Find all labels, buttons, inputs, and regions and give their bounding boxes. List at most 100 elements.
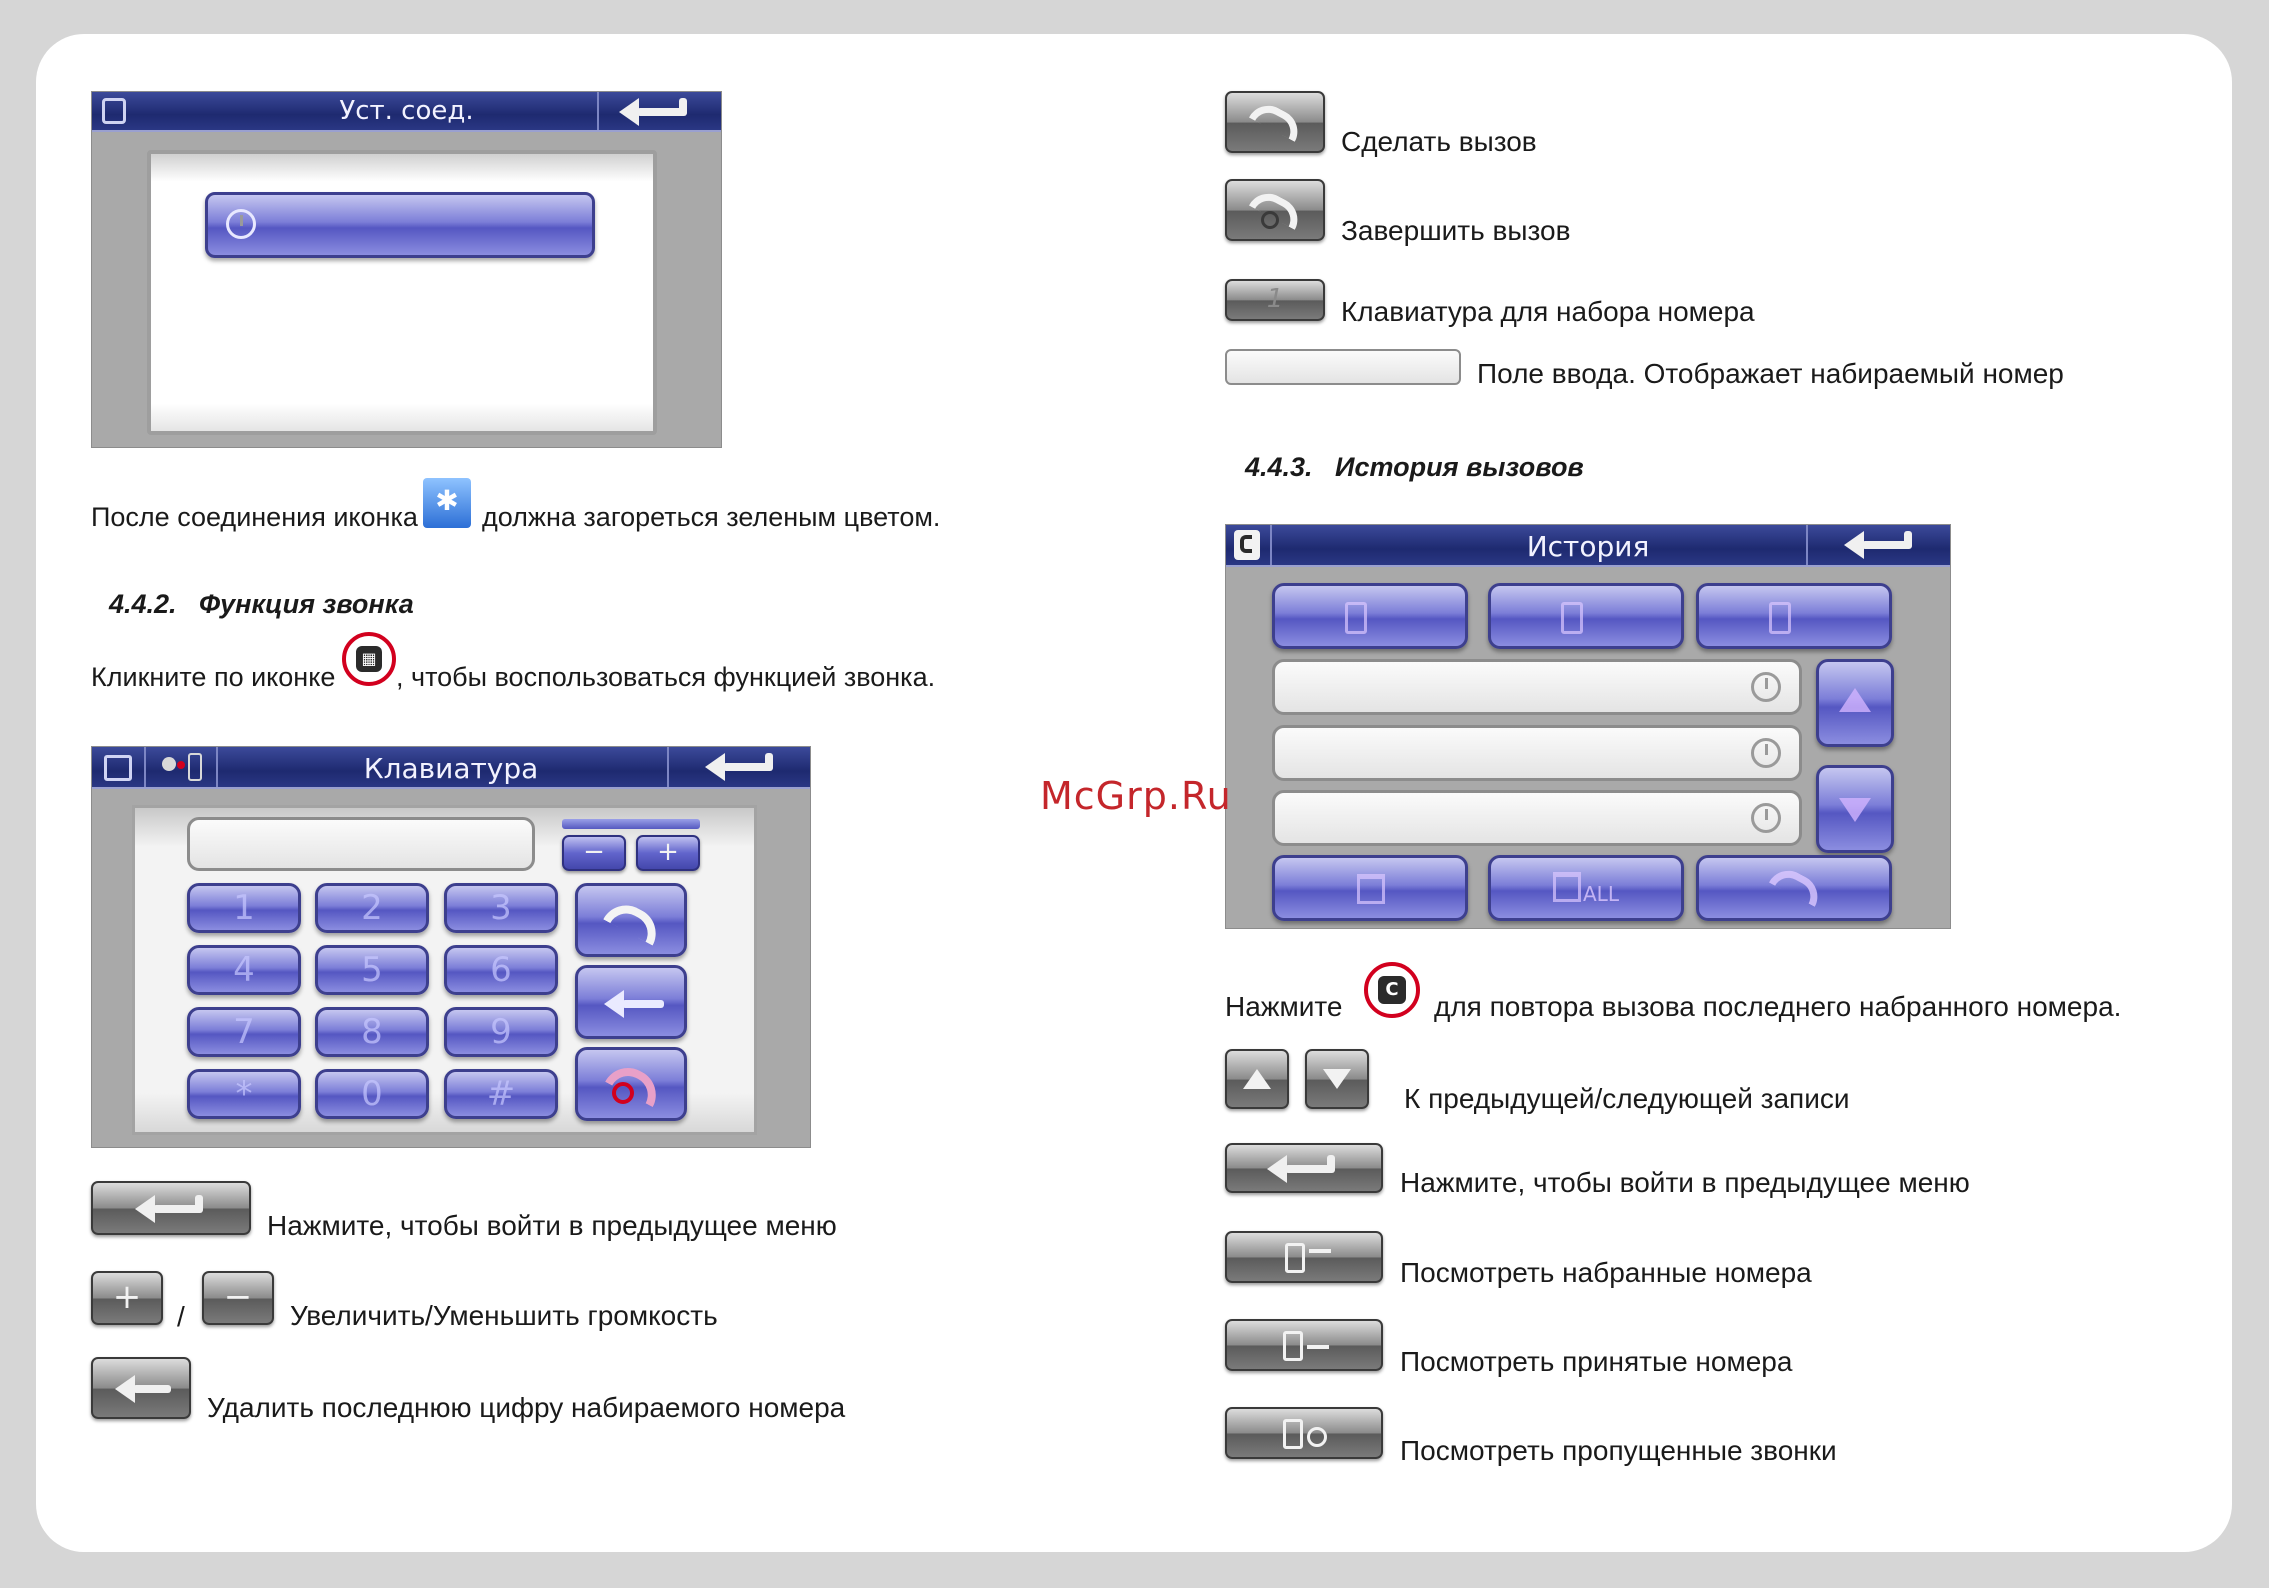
legend-missed-icon: [1225, 1407, 1383, 1459]
history-title: История: [1526, 530, 1650, 563]
watermark: McGrp.Ru: [1040, 774, 1232, 818]
keypad-back-button[interactable]: [667, 747, 810, 787]
phone-status-dot-icon: [177, 761, 185, 769]
left-arrow-icon: [604, 990, 664, 1018]
legend-up-icon: [1225, 1049, 1289, 1109]
legend-plus-icon: +: [91, 1271, 163, 1325]
connect-back-button[interactable]: [597, 92, 721, 130]
bluetooth-icon: ✱: [423, 478, 471, 528]
legend-input-field-icon: [1225, 349, 1461, 385]
after-connect-text-1: После соединения иконка: [91, 502, 418, 532]
legend-input-text: Поле ввода. Отображает набираемый номер: [1477, 358, 2064, 389]
key-1[interactable]: 1: [187, 883, 301, 933]
click-icon-text-2: , чтобы воспользоваться функцией звонка.: [396, 662, 936, 692]
redial-icon: C: [1364, 962, 1420, 1018]
dial-number-input[interactable]: [187, 817, 535, 871]
down-triangle-icon: [1839, 798, 1871, 822]
history-back-button[interactable]: [1806, 525, 1950, 565]
click-icon-text-1: Кликните по иконке: [91, 662, 336, 692]
back-arrow-icon: [1844, 531, 1924, 559]
keypad-delete-button[interactable]: [575, 965, 687, 1039]
legend-keypad-key-icon: 1: [1225, 279, 1325, 321]
phone-handset-icon: [1248, 98, 1306, 142]
key-7[interactable]: 7: [187, 1007, 301, 1057]
legend-back-text: Нажмите, чтобы войти в предыдущее меню: [267, 1210, 837, 1241]
volume-minus-button[interactable]: −: [562, 835, 626, 871]
legend-volume-text: Увеличить/Уменьшить громкость: [290, 1300, 718, 1331]
clock-icon: [1751, 738, 1781, 768]
legend-slash: /: [177, 1301, 185, 1332]
history-missed-button[interactable]: [1696, 583, 1892, 649]
history-entry-2[interactable]: [1272, 725, 1802, 781]
phone-handset-icon: [603, 896, 665, 946]
after-connect-text-2: должна загореться зеленым цветом.: [482, 502, 941, 532]
missed-calls-icon: [1283, 1419, 1303, 1449]
section-442-heading: 4.4.2. Функция звонка: [109, 589, 414, 619]
history-call-button[interactable]: [1696, 855, 1892, 921]
clock-icon: [1751, 672, 1781, 702]
history-dialed-button[interactable]: [1272, 583, 1468, 649]
connect-titlebar: Уст. соед.: [92, 92, 721, 132]
history-entry-1[interactable]: [1272, 659, 1802, 715]
dialed-calls-icon: [1345, 602, 1367, 634]
key-6[interactable]: 6: [444, 945, 558, 995]
key-2[interactable]: 2: [315, 883, 429, 933]
legend-keypad-text: Клавиатура для набора номера: [1341, 296, 1755, 327]
legend-make-call-text: Сделать вызов: [1341, 126, 1537, 157]
legend-back-icon: [91, 1181, 251, 1235]
back-arrow-icon: [135, 1195, 215, 1223]
key-8[interactable]: 8: [315, 1007, 429, 1057]
press-text-1: Нажмите: [1225, 991, 1343, 1022]
key-hash[interactable]: #: [444, 1069, 558, 1119]
legend-missed-text: Посмотреть пропущенные звонки: [1400, 1435, 1837, 1466]
keypad-call-button[interactable]: [575, 883, 687, 957]
history-scroll-down-button[interactable]: [1816, 765, 1894, 853]
key-0[interactable]: 0: [315, 1069, 429, 1119]
connect-screen: Уст. соед.: [91, 91, 722, 448]
key-5[interactable]: 5: [315, 945, 429, 995]
left-arrow-icon: [115, 1375, 175, 1403]
phone-settings-icon: [102, 98, 126, 124]
legend-call-icon: [1225, 91, 1325, 153]
history-entry-3[interactable]: [1272, 790, 1802, 846]
legend-history-back-icon: [1225, 1143, 1383, 1193]
clock-icon: [1751, 803, 1781, 833]
missed-calls-icon: [1769, 602, 1791, 634]
history-received-button[interactable]: [1488, 583, 1684, 649]
history-delete-button[interactable]: [1272, 855, 1468, 921]
connect-title: Уст. соед.: [339, 96, 474, 126]
press-text-2: для повтора вызова последнего набранного…: [1434, 991, 2122, 1022]
received-calls-icon: [1561, 602, 1583, 634]
section-443-heading: 4.4.3. История вызовов: [1245, 452, 1584, 482]
history-screen: История ALL: [1225, 524, 1951, 929]
back-arrow-icon: [619, 98, 699, 126]
back-arrow-icon: [705, 753, 785, 781]
keypad-small-icon: [104, 755, 132, 781]
keypad-screen: Клавиатура − + 1 2 3 4 5 6 7 8 9 * 0 #: [91, 746, 811, 1148]
key-9[interactable]: 9: [444, 1007, 558, 1057]
history-delete-all-button[interactable]: ALL: [1488, 855, 1684, 921]
phone-link-icon: [162, 757, 176, 771]
keypad-titlebar: Клавиатура: [92, 747, 810, 789]
legend-delete-icon: [91, 1357, 191, 1419]
key-star[interactable]: *: [187, 1069, 301, 1119]
legend-end-call-text: Завершить вызов: [1341, 215, 1571, 246]
keypad-icon: ▦: [342, 632, 396, 686]
up-triangle-icon: [1839, 688, 1871, 712]
legend-dialed-icon: [1225, 1231, 1383, 1283]
legend-history-back-text: Нажмите, чтобы войти в предыдущее меню: [1400, 1167, 1970, 1198]
key-4[interactable]: 4: [187, 945, 301, 995]
back-arrow-icon: [1267, 1155, 1347, 1183]
volume-level-bar: [562, 819, 700, 829]
end-call-red-icon: [612, 1082, 634, 1104]
legend-end-call-icon: [1225, 179, 1325, 241]
end-call-mark-icon: [1261, 211, 1279, 229]
connect-device-button[interactable]: [205, 192, 595, 258]
key-3[interactable]: 3: [444, 883, 558, 933]
clock-icon: [226, 209, 256, 239]
history-scroll-up-button[interactable]: [1816, 659, 1894, 747]
keypad-end-call-button[interactable]: [575, 1047, 687, 1121]
legend-prev-next-text: К предыдущей/следующей записи: [1404, 1083, 1850, 1114]
volume-plus-button[interactable]: +: [636, 835, 700, 871]
delete-all-label: ALL: [1583, 882, 1619, 906]
